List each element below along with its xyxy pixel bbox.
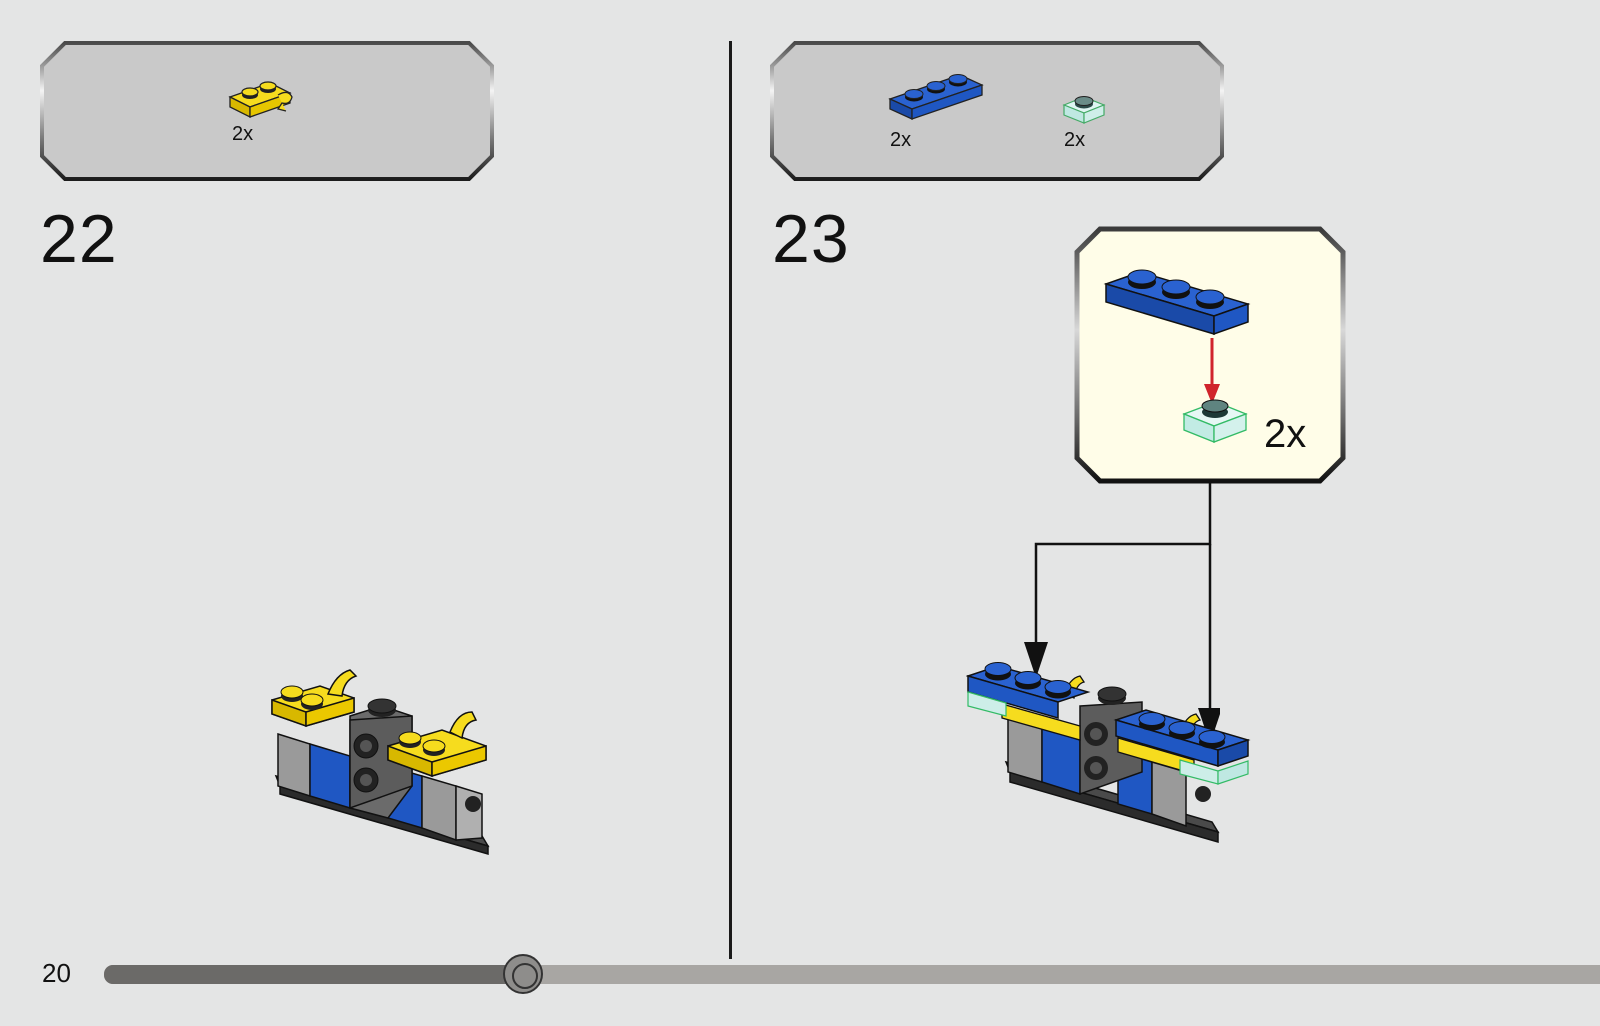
page-divider [729,41,732,959]
parts-list-step-23: 2x 2x [770,41,1224,181]
part-quantity: 2x [232,123,253,146]
part-quantity: 2x [1064,129,1085,152]
blue-plate-1x3-icon [1102,254,1252,346]
yellow-plate-clip-icon [228,75,302,125]
sub-assembly-callout: 2x [1074,226,1346,484]
step-23-model-image [966,654,1268,874]
trans-plate-1x1-icon [1180,392,1250,450]
page-number: 20 [42,958,71,989]
progress-fill [104,965,523,984]
step-22-model-image [270,668,502,868]
part-quantity: 2x [890,129,911,152]
callout-quantity: 2x [1264,412,1306,457]
progress-bar [104,965,1600,984]
trans-plate-1x1-icon [1062,91,1108,129]
parts-list-step-22: 2x [40,41,494,181]
progress-knob[interactable] [503,954,543,994]
step-number-22: 22 [40,200,118,278]
blue-plate-1x3-icon [888,69,988,125]
step-number-23: 23 [772,200,850,278]
